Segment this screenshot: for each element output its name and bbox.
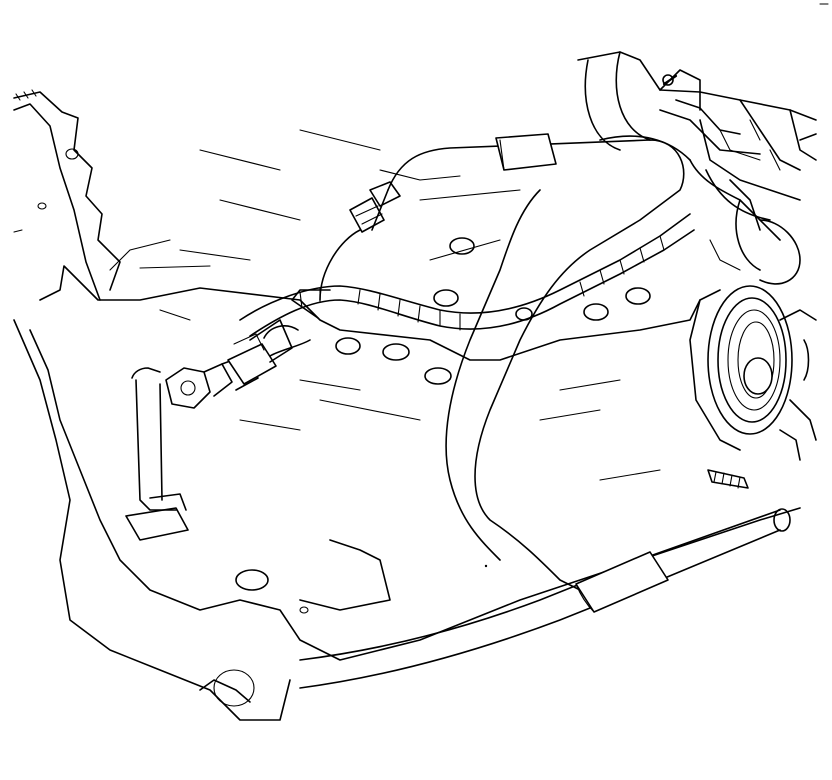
- main-pipe: [319, 133, 691, 601]
- stud-bolt: [707, 469, 749, 489]
- frame-rail: [13, 91, 121, 301]
- sensor-connector: [125, 319, 311, 541]
- body-floor: [109, 129, 661, 481]
- mounting-holes: [335, 237, 651, 385]
- crossmember: [13, 265, 801, 721]
- wire-harness: [239, 213, 695, 337]
- lower-tube: [299, 508, 791, 689]
- misc-marks: [15, 3, 829, 568]
- engine-assembly: [577, 51, 817, 461]
